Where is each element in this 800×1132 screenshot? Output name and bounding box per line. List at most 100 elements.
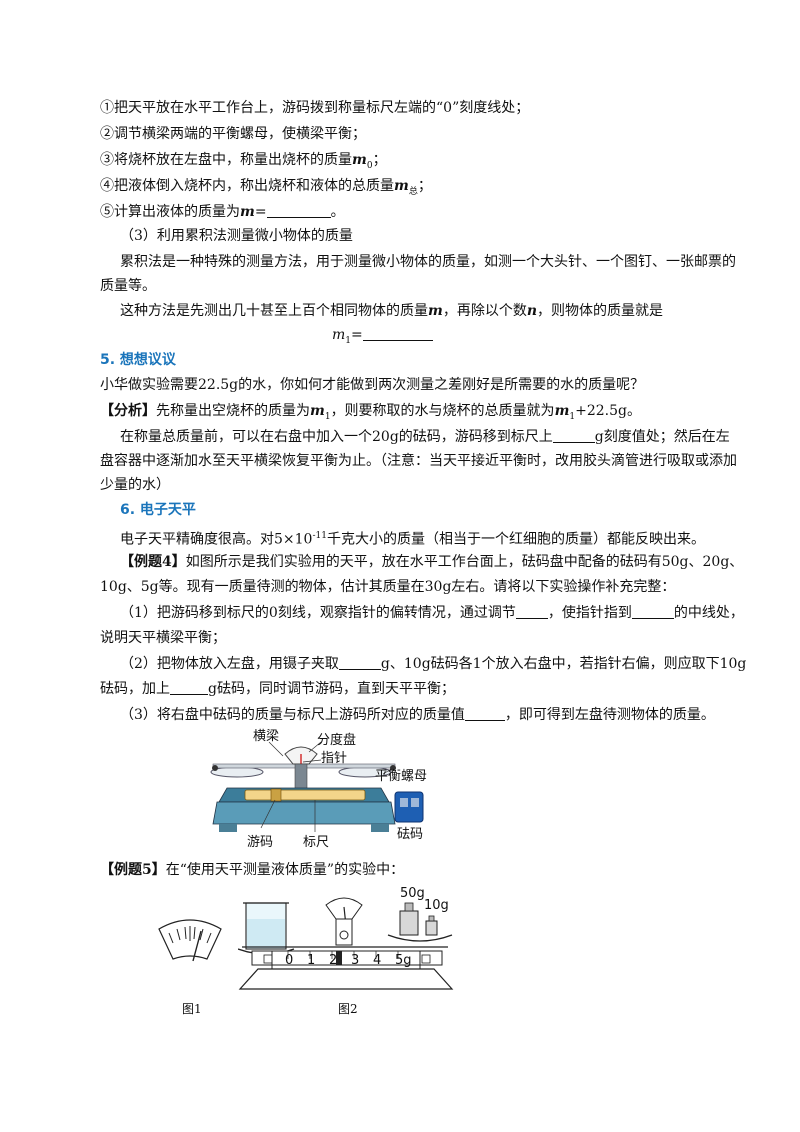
answer-blank[interactable] (631, 604, 674, 619)
sec6-text: 电子天平精确度很高。对5×10 (120, 531, 313, 548)
pointer (192, 930, 202, 962)
analysis-text: +22.5g。 (575, 403, 641, 419)
m-symbol: m (352, 152, 367, 168)
sec5-heading-text: 5. 想想议议 (100, 352, 176, 368)
tick-4: 4 (373, 953, 381, 968)
base (238, 968, 454, 990)
step-5-text: ⑤计算出液体的质量为 (100, 204, 240, 220)
label-pointer: 指针 (321, 751, 347, 766)
scale-bar (244, 789, 366, 801)
sec3-text: ，则物体的质量就是 (537, 303, 664, 319)
answer-blank[interactable] (464, 706, 505, 721)
weight-10g (425, 920, 438, 936)
m-symbol: m (310, 403, 325, 419)
analysis-text: 先称量出空烧杯的质量为 (156, 403, 310, 419)
punct: ； (372, 152, 387, 168)
sec3-text: 累积法是一种特殊的测量方法，用于测量微小物体的质量，如测一个大头针、一个图钉、一… (120, 254, 736, 270)
m-symbol: m (428, 303, 443, 319)
sec5-text: 少量的水） (100, 477, 170, 493)
step-3: ③将烧杯放在左盘中，称量出烧杯的质量m0； (100, 150, 387, 176)
m-symbol: m (394, 178, 409, 194)
sec5-heading: 5. 想想议议 (100, 350, 176, 370)
punct: 。 (330, 204, 345, 220)
analysis-label: 【分析】 (100, 403, 156, 419)
left-foot (219, 824, 237, 832)
label-nut: 平衡螺母 (375, 769, 427, 784)
step-4-text: ④把液体倒入烧杯内，称出烧杯和液体的总质量 (100, 178, 394, 194)
answer-blank[interactable] (515, 604, 548, 619)
dial-figure (158, 919, 222, 962)
ex4-q3: （3）将右盘中砝码的质量与标尺上游码所对应的质量值 ，即可得到左盘待测物体的质量。 (120, 705, 715, 725)
ex4-text: 的中线处， (673, 605, 744, 621)
caption-fig1: 图1 (182, 1002, 202, 1016)
label-weights: 砝码 (397, 827, 423, 842)
formula-m1: m1= (332, 325, 433, 351)
sec5-p2: 盘容器中逐渐加水至天平横梁恢复平衡为止。（注意：当天平接近平衡时，改用胶头滴管进… (100, 451, 737, 471)
ex4-intro: 【例题4】如图所示是我们实验用的天平，放在水平工作台面上，砝码盘中配备的砝码有5… (120, 552, 743, 572)
sec6-text: 千克大小的质量（相当于一个红细胞的质量）都能反映出来。 (326, 531, 705, 548)
sec3-text: 这种方法是先测出几十甚至上百个相同物体的质量 (120, 303, 428, 319)
ex4-text: 如图所示是我们实验用的天平，放在水平工作台面上，砝码盘中配备的砝码有50g、20… (185, 554, 744, 570)
step-5: ⑤计算出液体的质量为m=。 (100, 202, 345, 222)
liquid (247, 919, 285, 948)
sec3-title-text: （3）利用累积法测量微小物体的质量 (120, 228, 353, 244)
ex4-q1-cont: 说明天平横梁平衡； (100, 628, 226, 648)
sec5-text: 在称量总质量前，可以在右盘中加入一个20g的砝码，游码移到标尺上 (120, 429, 553, 445)
sec6-p1: 电子天平精确度很高。对5×10-11千克大小的质量（相当于一个红细胞的质量）都能… (120, 526, 705, 550)
sec5-p3: 少量的水） (100, 475, 170, 495)
ex4-text: ，即可得到左盘待测物体的质量。 (504, 707, 715, 723)
label-10g: 10g (424, 898, 449, 913)
step-3-text: ③将烧杯放在左盘中，称量出烧杯的质量 (100, 152, 352, 168)
label-50g: 50g (400, 886, 425, 901)
tick-2: 2 (329, 953, 337, 968)
exponent: -11 (312, 531, 327, 541)
weight-slot (400, 798, 408, 807)
m1-subscript: 1 (569, 411, 576, 422)
base-body (212, 801, 396, 825)
answer-blank[interactable] (266, 203, 331, 218)
balance-beaker-figure: 50g 10g 0 1 2 3 4 5g (238, 886, 454, 990)
step-1: ①把天平放在水平工作台上，游码拨到称量标尺左端的“0”刻度线处； (100, 98, 529, 118)
rider (336, 951, 342, 965)
sec3-p2: 这种方法是先测出几十甚至上百个相同物体的质量m，再除以个数n，则物体的质量就是 (120, 301, 663, 321)
tick-1: 1 (307, 953, 315, 968)
m-symbol: m (554, 403, 570, 419)
sec3-p1a: 累积法是一种特殊的测量方法，用于测量微小物体的质量，如测一个大头针、一个图钉、一… (120, 252, 736, 272)
left-pan (210, 766, 264, 778)
step-2: ②调节横梁两端的平衡螺母，使横梁平衡； (100, 124, 366, 144)
step-1-text: ①把天平放在水平工作台上，游码拨到称量标尺左端的“0”刻度线处； (100, 100, 530, 116)
right-foot (371, 824, 389, 832)
left-nut (212, 765, 218, 771)
answer-blank[interactable] (552, 428, 595, 443)
step-4: ④把液体倒入烧杯内，称出烧杯和液体的总质量m总； (100, 176, 432, 202)
label-beam: 横梁 (253, 729, 279, 744)
sec6-heading-text: 6. 电子天平 (120, 502, 196, 518)
sec5-question-text: 小华做实验需要22.5g的水，你如何才能做到两次测量之差刚好是所需要的水的质量呢… (100, 377, 645, 393)
right-nut (421, 954, 431, 964)
m1-subscript: 1 (345, 335, 352, 346)
scale-bar (251, 950, 443, 966)
ex5-intro: 【例题5】在“使用天平测量液体质量”的实验中： (100, 860, 404, 880)
analysis-text: ，则要称取的水与烧杯的总质量就为 (330, 403, 555, 419)
label-scale: 标尺 (303, 835, 329, 850)
sec3-text: 质量等。 (100, 278, 156, 294)
ex4-text: g、10g砝码各1个放入右盘中，若指针右偏，则应取下10g (380, 656, 747, 672)
answer-blank[interactable] (338, 655, 381, 670)
ex4-intro2: 10g、5g等。现有一质量待测的物体，估计其质量在30g左右。请将以下实验操作补… (100, 577, 675, 597)
rider (270, 788, 282, 802)
ex5-text: 在“使用天平测量液体质量”的实验中： (165, 862, 405, 878)
ex4-text: ，使指针指到 (547, 605, 632, 621)
sec5-text: 盘容器中逐渐加水至天平横梁恢复平衡为止。（注意：当天平接近平衡时，改用胶头滴管进… (100, 453, 737, 469)
ex4-text: g砝码，同时调节游码，直到天平平衡； (208, 681, 455, 697)
sec3-p1b: 质量等。 (100, 276, 156, 296)
step-2-text: ②调节横梁两端的平衡螺母，使横梁平衡； (100, 126, 366, 142)
scale-ticks (287, 951, 399, 959)
ex4-text: （3）将右盘中砝码的质量与标尺上游码所对应的质量值 (120, 707, 465, 723)
ex4-q1: （1）把游码移到标尺的0刻线，观察指针的偏转情况，通过调节，使指针指到的中线处， (120, 603, 744, 623)
sec3-title: （3）利用累积法测量微小物体的质量 (120, 226, 353, 246)
answer-blank[interactable] (170, 680, 208, 695)
answer-blank[interactable] (362, 326, 433, 341)
left-nut (263, 954, 273, 964)
m-total-subscript: 总 (408, 186, 418, 197)
